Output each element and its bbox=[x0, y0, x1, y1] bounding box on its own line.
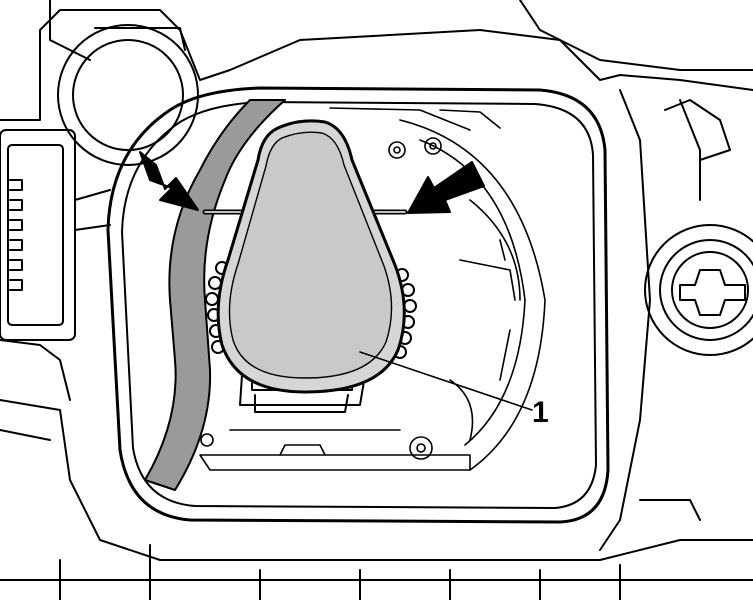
upper-socket bbox=[57, 24, 199, 166]
right-clip-arrow bbox=[407, 161, 485, 214]
callout-label-1: 1 bbox=[532, 396, 549, 429]
reflector bbox=[199, 107, 546, 471]
left-clip-arrow bbox=[139, 151, 199, 211]
rubber-seal bbox=[144, 99, 286, 491]
adjuster-housing bbox=[644, 224, 753, 356]
arrow-icon bbox=[139, 151, 199, 211]
arrow-icon bbox=[407, 161, 485, 214]
callout-leader-line bbox=[359, 351, 533, 411]
headlamp-bulb-cover bbox=[216, 119, 406, 394]
wiring-connector bbox=[0, 129, 111, 401]
